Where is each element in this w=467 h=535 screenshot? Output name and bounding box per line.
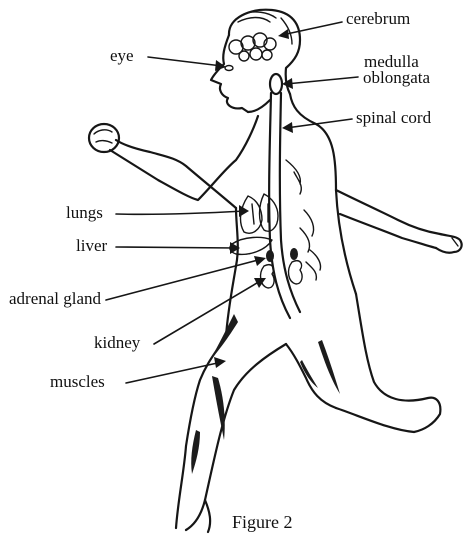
front-fist (89, 124, 119, 152)
brain (229, 33, 276, 61)
label-liver: liver (76, 236, 107, 256)
medulla-shape (270, 74, 282, 94)
label-cerebrum: cerebrum (346, 9, 410, 29)
label-oblongata: oblongata (363, 68, 430, 88)
head-outline (211, 10, 300, 112)
figure-caption: Figure 2 (232, 511, 293, 533)
kidney-shapes (261, 261, 303, 288)
label-spinal-cord: spinal cord (356, 108, 431, 128)
eye-mark (225, 66, 233, 71)
muscle-shapes (191, 314, 340, 474)
label-adrenal-gland: adrenal gland (9, 289, 101, 309)
intestine-lines (306, 250, 321, 280)
label-lungs: lungs (66, 203, 103, 223)
label-kidney: kidney (94, 333, 140, 353)
label-eye: eye (110, 46, 134, 66)
label-muscles: muscles (50, 372, 105, 392)
